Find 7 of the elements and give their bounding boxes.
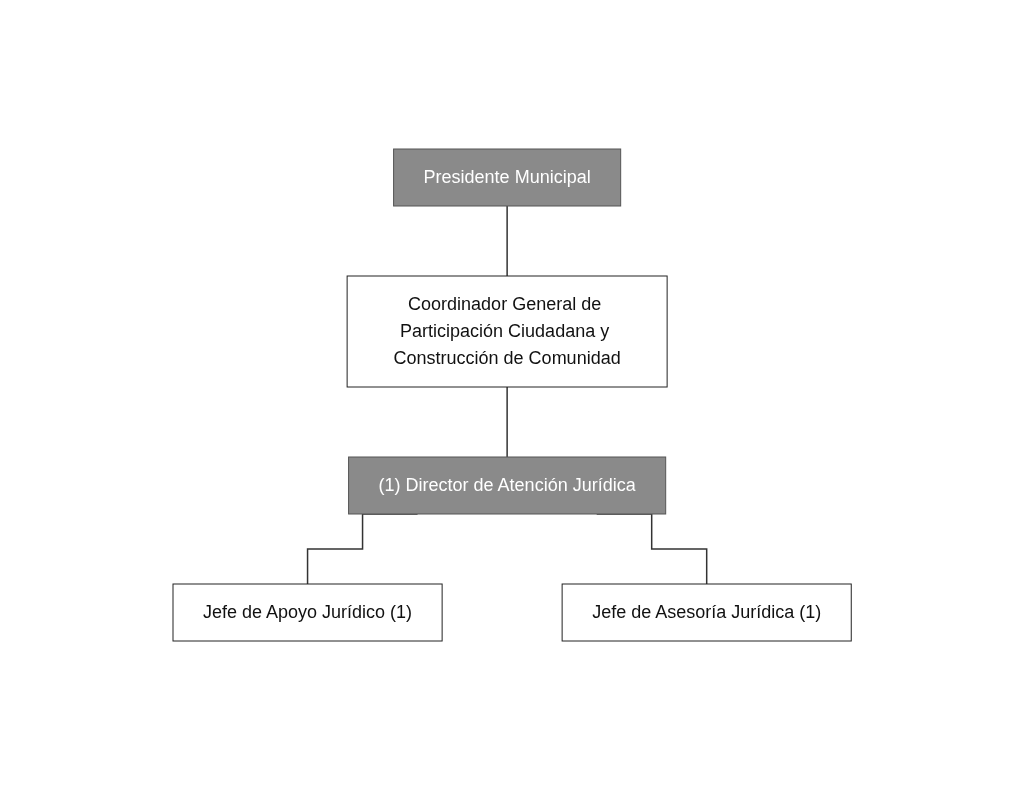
connector <box>506 204 508 277</box>
node-box: (1) Director de Atención Jurídica <box>347 456 667 514</box>
node-box: Jefe de Asesoría Jurídica (1) <box>561 583 852 641</box>
node-box: Coordinador General de Participación Ciudadana y Construcción de Comunidad <box>346 275 668 387</box>
connector <box>506 385 508 458</box>
node-box: Presidente Municipal <box>392 148 622 206</box>
node-box: Jefe de Apoyo Jurídico (1) <box>172 583 443 641</box>
